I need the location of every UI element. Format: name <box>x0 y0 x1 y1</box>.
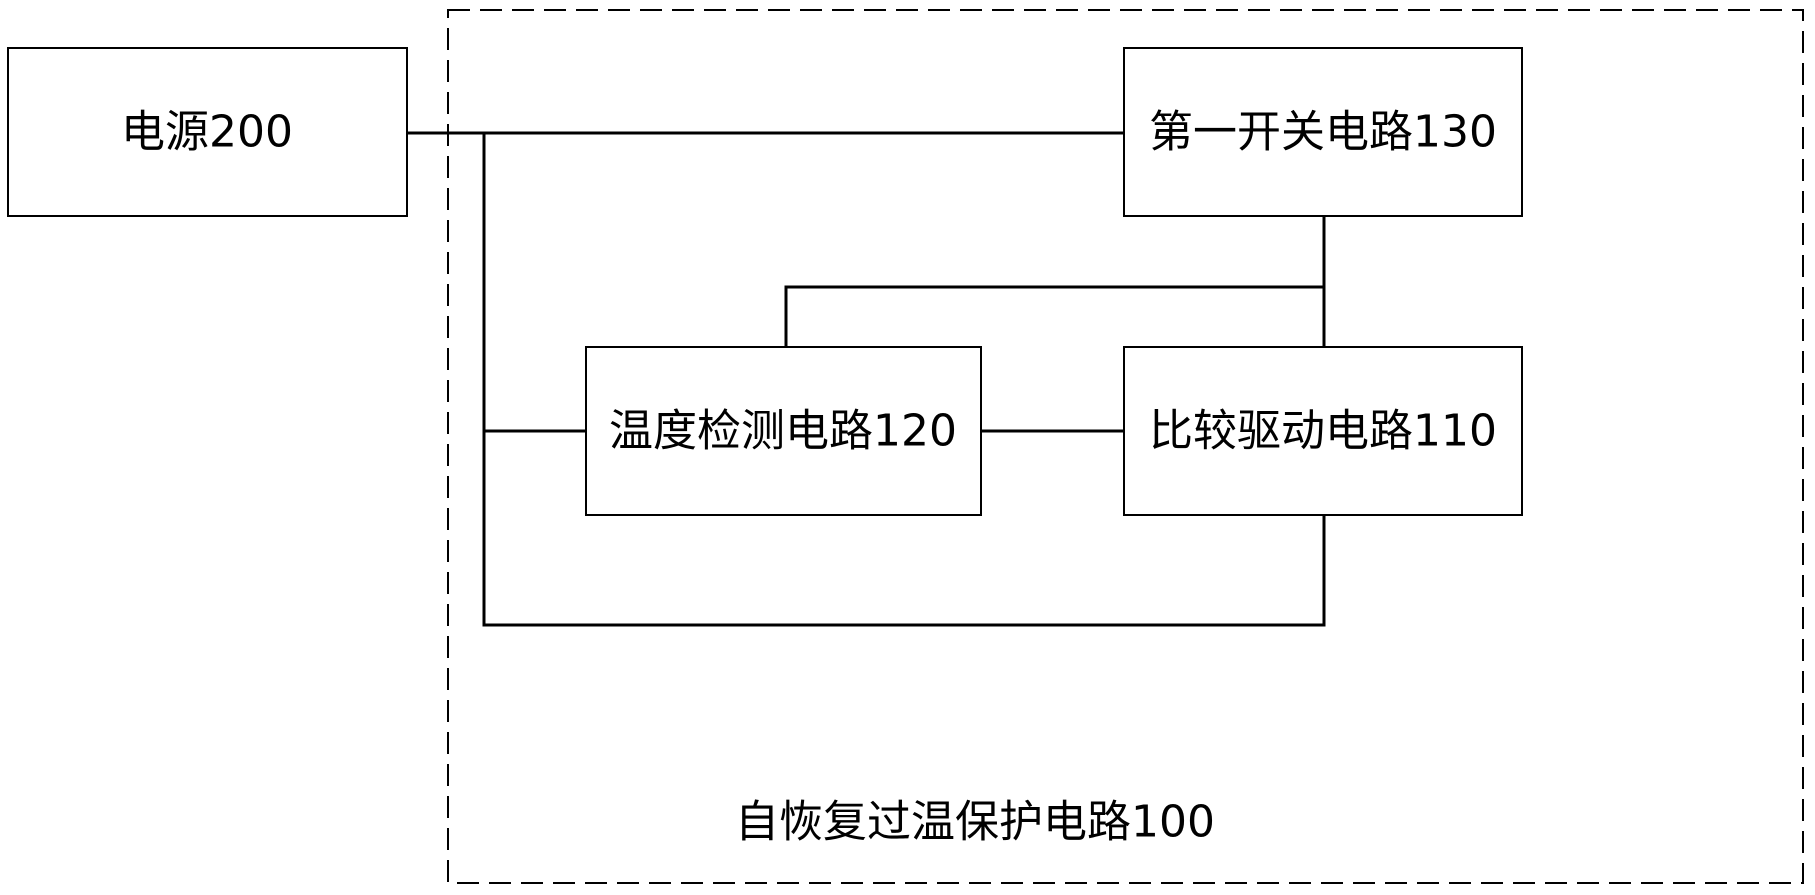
first-switch-block: 第一开关电路130 <box>1124 48 1522 216</box>
temperature-detection-block-label: 温度检测电路120 <box>609 406 957 457</box>
protection-circuit-group-label: 自恢复过温保护电路100 <box>735 797 1215 848</box>
wire-switch-to-temp <box>786 287 1324 347</box>
wire-power-to-compare <box>484 515 1324 625</box>
first-switch-block-label: 第一开关电路130 <box>1149 107 1497 158</box>
compare-driver-block-label: 比较驱动电路110 <box>1149 406 1497 457</box>
power-block: 电源200 <box>8 48 407 216</box>
compare-driver-block: 比较驱动电路110 <box>1124 347 1522 515</box>
power-block-label: 电源200 <box>121 107 293 158</box>
temperature-detection-block: 温度检测电路120 <box>586 347 981 515</box>
